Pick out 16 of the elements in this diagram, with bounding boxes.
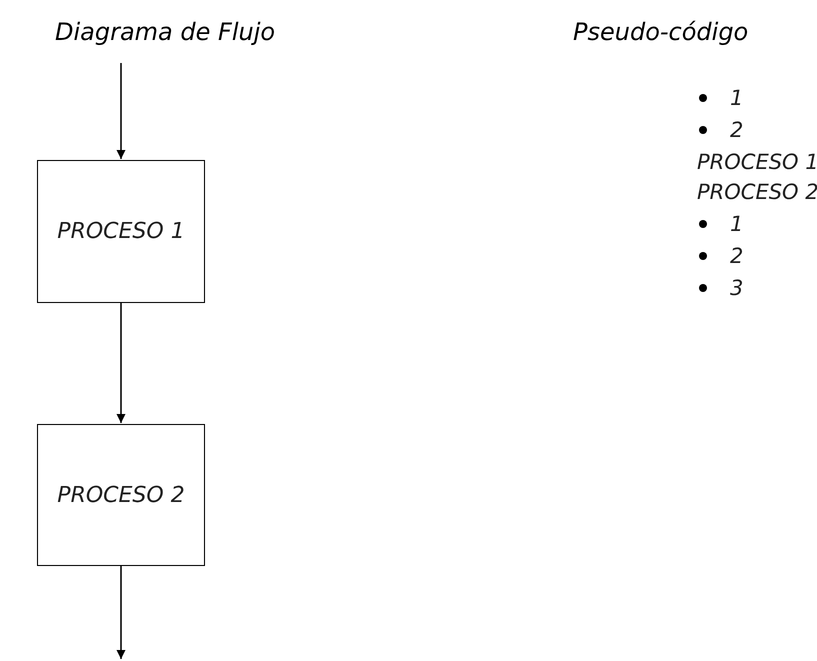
arrow bbox=[116, 566, 126, 659]
pseudocode-line: 2 bbox=[730, 246, 744, 267]
column-heading: Pseudo-código bbox=[573, 18, 748, 46]
arrow bbox=[116, 63, 126, 159]
arrow bbox=[116, 303, 126, 423]
process-box bbox=[37, 424, 205, 566]
diagram-title: Diagrama de Flujo bbox=[55, 18, 276, 46]
process-box bbox=[37, 160, 205, 303]
process-label: PROCESO 1 bbox=[57, 219, 185, 244]
pseudocode-line: 1 bbox=[730, 88, 744, 109]
pseudocode-line: PROCESO 1 bbox=[697, 152, 817, 173]
process-label: PROCESO 2 bbox=[57, 482, 185, 508]
pseudocode-line: 3 bbox=[730, 278, 744, 299]
pseudocode-line: 2 bbox=[730, 120, 744, 141]
pseudocode-line: 1 bbox=[730, 214, 744, 235]
pseudocode-line: PROCESO 2 bbox=[697, 182, 817, 203]
